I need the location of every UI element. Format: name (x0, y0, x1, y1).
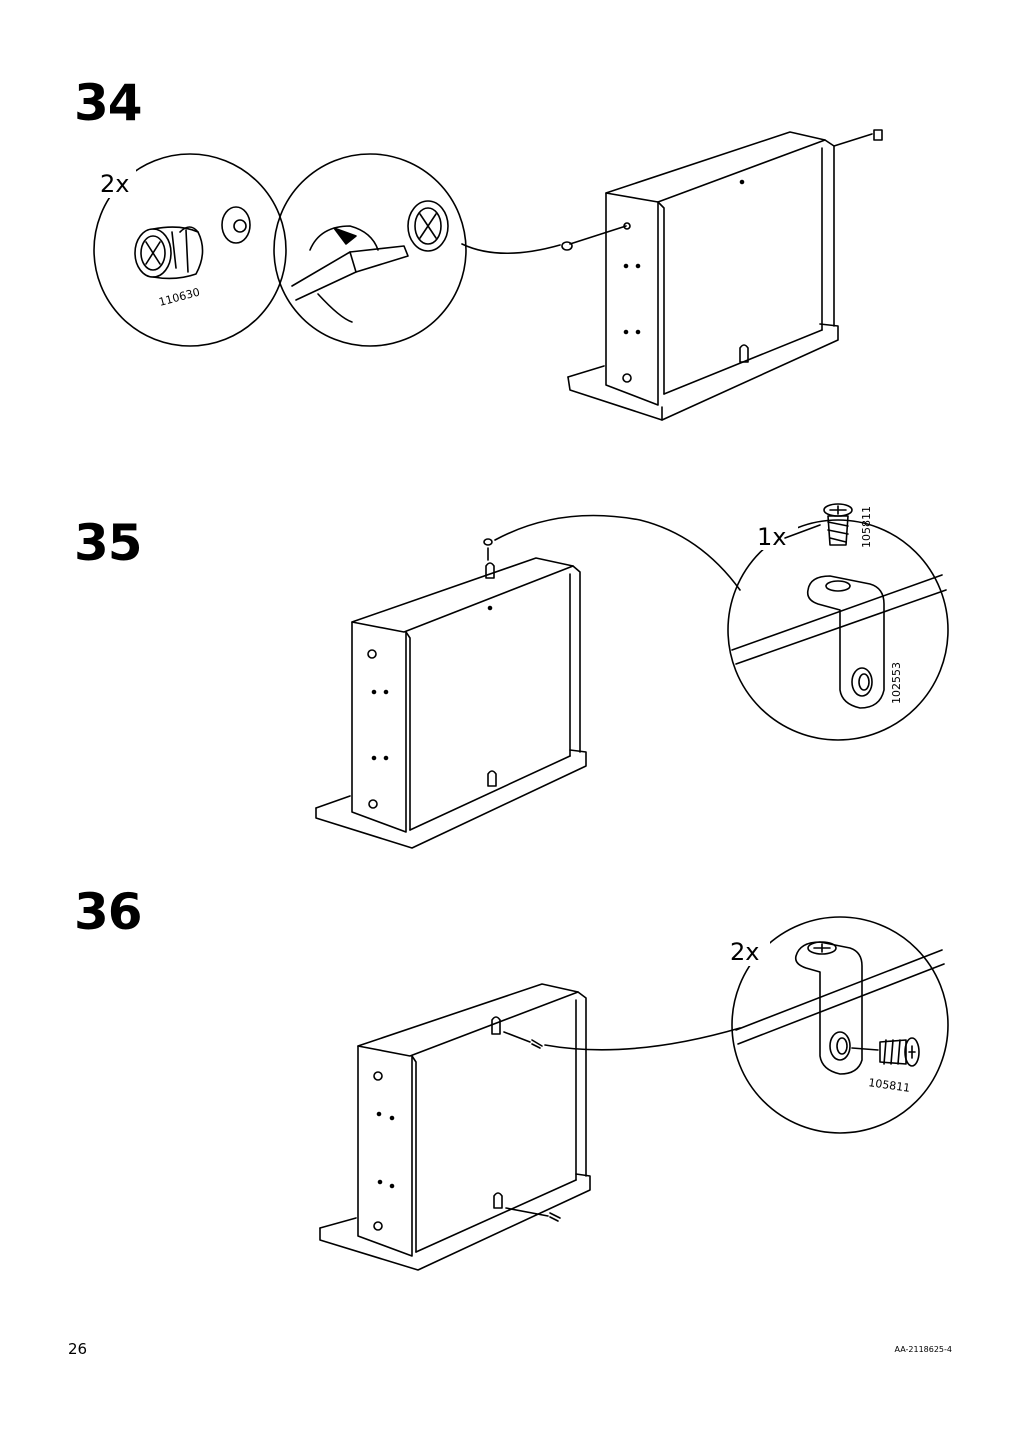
step-36-number: 36 (74, 883, 143, 941)
cam-lock-icon (134, 226, 204, 280)
step-36-quantity: 2x (730, 938, 759, 966)
screwdriver-icon (291, 225, 409, 323)
step-35-quantity: 1x (757, 523, 786, 551)
step-35-illustration: 1x 105811 102553 (315, 503, 949, 849)
step-36-illustration: 2x 105811 (319, 916, 949, 1271)
detail-circle-cam-lock (93, 153, 287, 347)
screw-icon-36 (879, 1037, 920, 1067)
angle-bracket-icon-36 (794, 941, 863, 1075)
document-code: AA-2118625-4 (894, 1345, 952, 1354)
cabinet-34 (567, 131, 839, 421)
step-34-illustration: 2x 110630 (93, 129, 883, 421)
step-35-part-number-screw: 105811 (860, 506, 873, 548)
step-36-part-number: 105811 (868, 1076, 911, 1095)
cam-lock-top-icon (407, 200, 449, 252)
angle-bracket-icon (806, 575, 885, 709)
detail-circle-bracket (727, 519, 949, 741)
step-35-part-number-bracket: 102553 (890, 662, 903, 704)
cabinet-36 (319, 983, 591, 1271)
page-number: 26 (68, 1340, 88, 1358)
screw-icon (823, 503, 853, 546)
detail-circle-screwdriver (273, 153, 467, 347)
step-34-number: 34 (74, 74, 143, 132)
step-35-number: 35 (74, 514, 143, 572)
step-34-quantity: 2x (100, 170, 129, 198)
cabinet-35 (315, 557, 587, 849)
rotate-arrow-icon (333, 227, 357, 245)
detail-circle-bracket-36 (731, 916, 949, 1134)
